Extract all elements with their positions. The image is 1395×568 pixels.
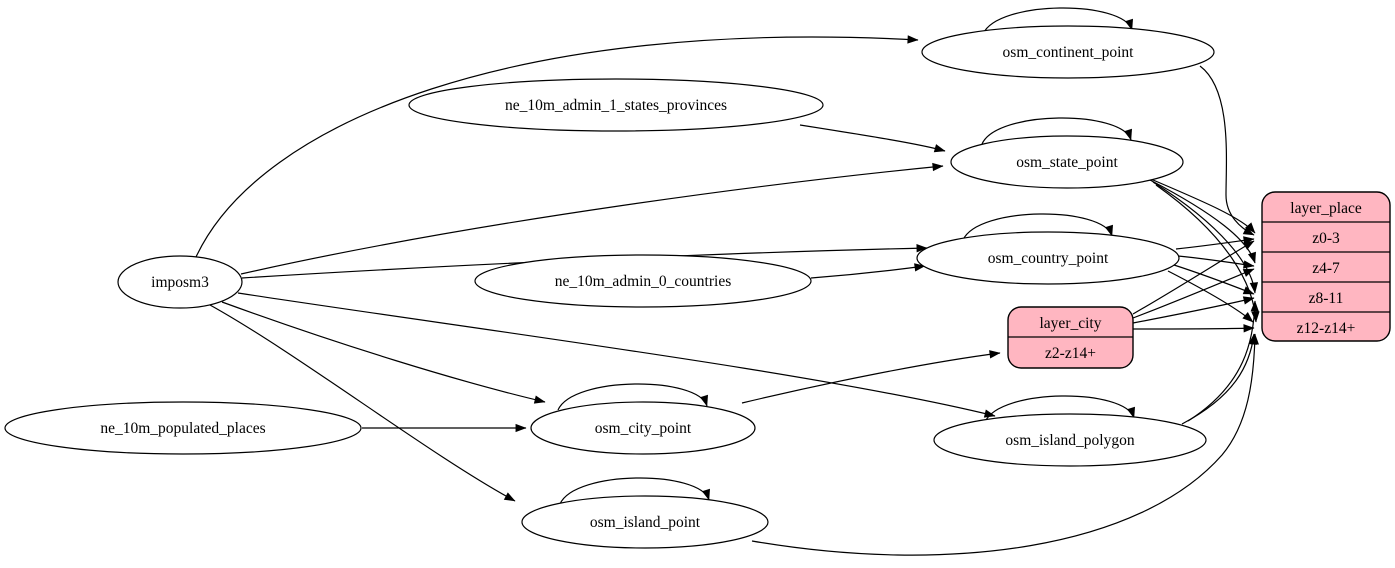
edge-ne_10m_admin_0_countries-osm_country_point [810,263,926,279]
edge-imposm3-osm_island_polygon [237,292,996,418]
edge-osm_country_point-layer_place_z0-3 [1175,236,1255,250]
node-imposm3: imposm3 [117,255,243,309]
layer-place-node: layer_place z0-3 z4-7 z8-11 z12-z14+ [1261,191,1391,342]
edge-osm_continent_point-layer_place_z0-3 [1199,65,1255,236]
ne_10m_admin_1_states_provinces-label: ne_10m_admin_1_states_provinces [505,97,727,114]
ne_10m_admin_1_states_provinces-ellipse [408,78,824,132]
layer-place-row-z4-7: z4-7 [1312,260,1340,277]
osm_island_point-label: osm_island_point [590,514,701,531]
layer-city-row-z2-z14: z2-z14+ [1045,345,1096,362]
edge-osm_country_point-layer_place_z8-11 [1173,264,1255,295]
layer-place-title: layer_place [1290,200,1362,217]
osm_country_point-label: osm_country_point [988,250,1109,267]
edge-layer_city-layer_place_z4-7 [1132,268,1255,319]
edge-osm_city_point-layer_city_z2-z14 [741,350,1001,404]
node-osm_state_point: osm_state_point [950,135,1184,189]
node-ne_10m_populated_places: ne_10m_populated_places [4,401,362,455]
ne_10m_admin_0_countries-label: ne_10m_admin_0_countries [555,273,732,290]
osm_island_point-ellipse [521,495,769,549]
edge-osm_country_point-layer_place_z4-7 [1177,255,1255,269]
osm_continent_point-label: osm_continent_point [1003,44,1135,61]
osm_island_polygon-label: osm_island_polygon [1005,432,1134,449]
osm_country_point-ellipse [916,231,1180,285]
edge-layer_city-layer_place_z8-11 [1132,296,1255,324]
ne_10m_populated_places-label: ne_10m_populated_places [100,420,265,437]
edge-layer_city-layer_place_z0-3 [1132,240,1255,315]
ne_10m_admin_0_countries-ellipse [474,254,812,308]
osm_state_point-ellipse [950,135,1184,189]
osm_city_point-ellipse [530,401,756,455]
edge-imposm3-osm_island_point [209,304,516,502]
self-loop-osm_state_point [981,117,1132,145]
edge-layer_city-layer_place_z12-z14 [1132,324,1255,333]
layer-place-box [1261,191,1391,342]
edge-osm_island_polygon-layer_place_z8-11 [1187,300,1259,422]
osm_island_polygon-ellipse [933,413,1207,467]
edge-osm_country_point-layer_place_z12-z14 [1167,270,1254,323]
edge-imposm3-osm_city_point [221,301,546,404]
layer-place-row-z0-3: z0-3 [1312,230,1340,247]
node-osm_country_point: osm_country_point [916,231,1180,285]
self-loop-osm_continent_point [982,7,1133,35]
edge-osm_island_polygon-layer_place_z12-z14 [1181,333,1257,425]
node-osm_island_polygon: osm_island_polygon [933,413,1207,467]
node-ne_10m_admin_1_states_provinces: ne_10m_admin_1_states_provinces [408,78,824,132]
self-loop-osm_city_point [557,383,708,411]
edge-imposm3-osm_continent_point [195,35,919,258]
edges [195,7,1260,556]
edge-osm_state_point-layer_place_z4-7 [1149,179,1256,264]
layer-city-node: layer_city z2-z14+ [1007,306,1134,369]
osm_city_point-label: osm_city_point [595,420,692,437]
node-osm_continent_point: osm_continent_point [921,25,1215,79]
node-osm_island_point: osm_island_point [521,495,769,549]
edge-osm_state_point-layer_place_z8-11 [1152,181,1259,294]
edge-imposm3-osm_state_point [240,162,944,275]
self-loop-osm_island_polygon [984,395,1135,423]
osm_continent_point-ellipse [921,25,1215,79]
layer-place-row-z8-11: z8-11 [1309,290,1344,307]
edge-ne_10m_admin_1_states_provinces-osm_state_point [799,124,946,153]
osm_state_point-label: osm_state_point [1016,154,1118,171]
node-osm_city_point: osm_city_point [530,401,756,455]
edge-osm_state_point-layer_place_z0-3 [1145,176,1256,234]
imposm3-ellipse [117,255,243,309]
imposm3-label: imposm3 [151,274,209,291]
self-loop-osm_island_point [559,477,710,505]
self-loop-osm_country_point [962,213,1113,241]
layer-city-title: layer_city [1040,315,1102,332]
edge-osm_island_point-layer_place_z12-z14 [751,333,1259,556]
ne_10m_populated_places-ellipse [4,401,362,455]
layer-place-row-z12-z14: z12-z14+ [1297,320,1356,337]
node-ne_10m_admin_0_countries: ne_10m_admin_0_countries [474,254,812,308]
